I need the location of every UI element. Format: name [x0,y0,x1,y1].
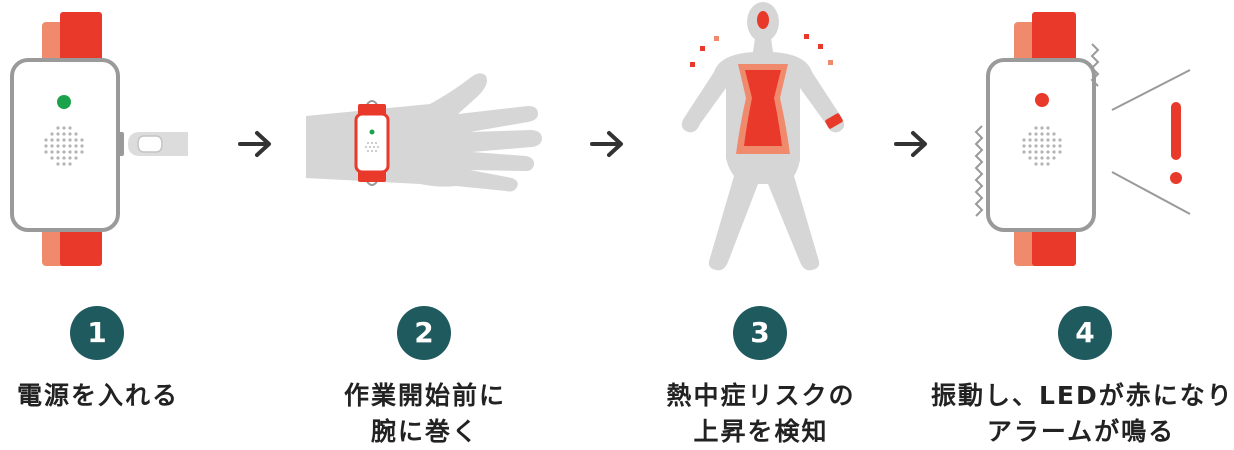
body-heat-icon [681,2,845,271]
step-2-caption: 作業開始前に 腕に巻く [275,378,575,450]
diagram-artwork [10,2,1191,271]
watch-alarm-icon [974,12,1191,266]
step-1-badge: 1 [70,306,124,360]
step-1-caption-line-1: 電源を入れる [16,381,179,410]
arrow-right-icon [238,131,271,157]
step-4-caption-line-1: 振動し、LEDが赤になり [931,381,1234,410]
step-2-caption-line-2: 腕に巻く [370,417,479,446]
watch-power-icon [10,12,188,266]
step-2-caption-line-1: 作業開始前に [343,381,506,410]
step-4-caption: 振動し、LEDが赤になり アラームが鳴る [931,378,1234,450]
step-4-caption-line-2: アラームが鳴る [986,417,1176,446]
watch-on-wrist-icon [306,73,542,192]
step-2-badge: 2 [397,306,451,360]
arrow-right-icon [590,131,623,157]
step-3-caption-line-2: 上昇を検知 [693,417,829,446]
step-1-caption: 電源を入れる [0,378,248,414]
step-4-badge: 4 [1058,306,1112,360]
step-3-badge: 3 [733,306,787,360]
arrow-right-icon [894,131,927,157]
step-3-caption: 熱中症リスクの 上昇を検知 [611,378,911,450]
step-3-caption-line-1: 熱中症リスクの [666,381,856,410]
